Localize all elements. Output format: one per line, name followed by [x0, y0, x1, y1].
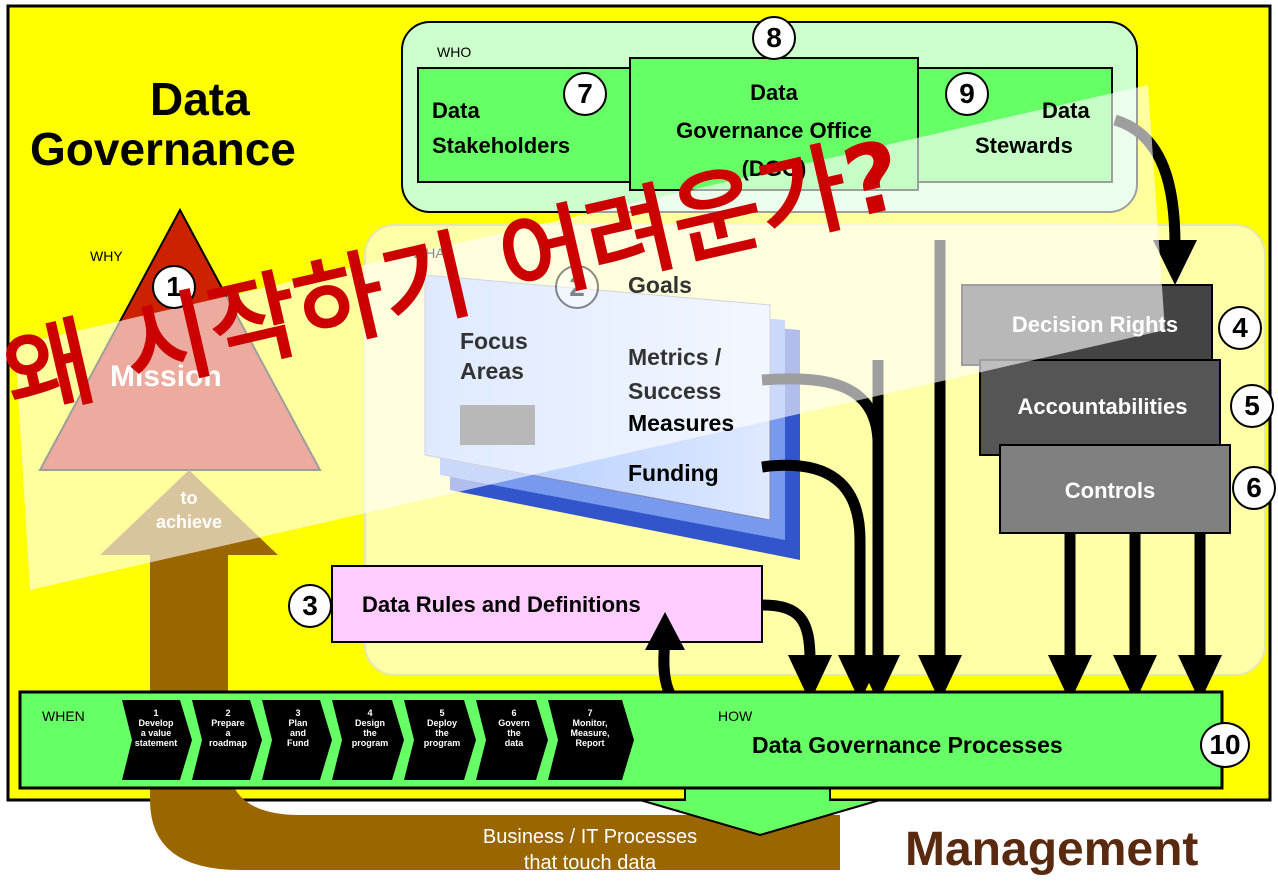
funding-label: Funding — [628, 460, 719, 486]
processes-label: Data Governance Processes — [752, 732, 1063, 758]
number-badge-9: 9 — [945, 72, 989, 116]
when-label: WHEN — [42, 708, 85, 724]
step-number: 2 — [225, 708, 231, 718]
number-badge-5: 5 — [1230, 384, 1274, 428]
number-badge-6: 6 — [1232, 466, 1276, 510]
step-text: a value — [140, 728, 172, 738]
step-text: statement — [134, 738, 178, 748]
step-number: 6 — [511, 708, 517, 718]
metrics-label-2: Success — [628, 378, 722, 404]
step-chevrons — [122, 700, 634, 780]
goals-label: Goals — [628, 272, 692, 298]
dgo-label-1: Data — [750, 80, 798, 105]
to-achieve-label-2: achieve — [155, 512, 223, 532]
step-number: 5 — [439, 708, 445, 718]
accountabilities-label: Accountabilities — [1017, 394, 1188, 419]
step-text: Design — [354, 718, 385, 728]
step-text: data — [504, 738, 524, 748]
number-badge-10: 10 — [1200, 722, 1250, 768]
step-text: Develop — [138, 718, 174, 728]
metrics-label-1: Metrics / — [628, 344, 722, 370]
focus-areas-label-2: Areas — [460, 358, 524, 384]
business-label-1: Business / IT Processes — [482, 826, 698, 848]
step-text: Report — [575, 738, 605, 748]
number-badge-4: 4 — [1218, 306, 1262, 350]
step-text: Plan — [288, 718, 308, 728]
step-text: the — [507, 728, 521, 738]
step-text: program — [351, 738, 389, 748]
management-label: Management — [905, 823, 1199, 876]
number-badge-8: 8 — [752, 16, 796, 60]
to-achieve-label-1: to — [180, 488, 198, 508]
why-label: WHY — [90, 248, 123, 264]
title-line2: Governance — [30, 123, 296, 175]
step-text: and — [289, 728, 306, 738]
brown-return-arrow — [150, 555, 840, 870]
step-text: the — [435, 728, 449, 738]
stewards-label-2: Stewards — [975, 133, 1073, 158]
step-number: 3 — [295, 708, 301, 718]
metrics-label-3: Measures — [628, 410, 735, 436]
how-label: HOW — [718, 708, 753, 724]
number-badge-2: 2 — [555, 265, 599, 309]
arrowheads — [645, 240, 1222, 702]
rules-label: Data Rules and Definitions — [362, 592, 641, 617]
what-label: WHAT — [412, 245, 453, 261]
controls-box — [999, 444, 1231, 534]
stakeholders-label-2: Stakeholders — [432, 133, 571, 158]
number-badge-7: 7 — [563, 72, 607, 116]
title-line1: Data — [150, 73, 250, 125]
step-number: 1 — [153, 708, 159, 718]
dgo-label-2: Governance Office — [676, 118, 872, 143]
dgo-label-3: (DGO) — [741, 156, 807, 181]
focus-areas-label-1: Focus — [460, 328, 528, 354]
step-number: 7 — [587, 708, 593, 718]
step-text: roadmap — [208, 738, 247, 748]
stakeholders-label-1: Data — [432, 98, 480, 123]
step-text: Deploy — [426, 718, 457, 728]
step-text: Fund — [287, 738, 309, 748]
decision-rights-label: Decision Rights — [1011, 312, 1179, 337]
step-text: a — [225, 728, 231, 738]
step-text: Prepare — [211, 718, 245, 728]
step-text: Monitor, — [572, 718, 608, 728]
who-label: WHO — [437, 44, 472, 60]
step-text: Govern — [498, 718, 530, 728]
step-text: the — [363, 728, 377, 738]
controls-label: Controls — [1064, 478, 1156, 503]
business-label-2: that touch data — [523, 852, 657, 874]
number-badge-3: 3 — [288, 584, 332, 628]
number-badge-1: 1 — [152, 265, 196, 309]
step-number: 4 — [367, 708, 373, 718]
rules-box — [331, 565, 763, 643]
step-text: program — [423, 738, 461, 748]
step-text: Measure, — [570, 728, 610, 738]
overlay-band — [15, 85, 1165, 590]
stewards-label-1: Data — [1042, 98, 1090, 123]
mission-label: Mission — [110, 360, 222, 393]
